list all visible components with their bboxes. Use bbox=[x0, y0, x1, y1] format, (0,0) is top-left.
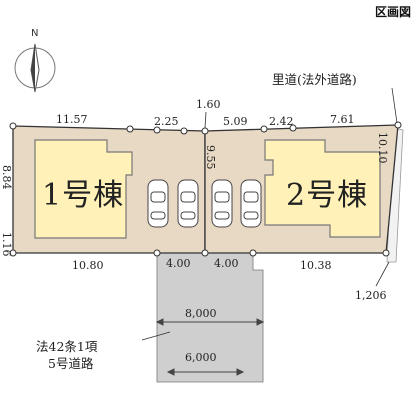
car-1 bbox=[147, 179, 169, 228]
boundary-stakes bbox=[9, 121, 402, 257]
car-3 bbox=[211, 179, 233, 228]
leader-satomichi bbox=[391, 87, 398, 124]
dim-top-1: 11.57 bbox=[56, 113, 88, 126]
public-road-line1: 法42条1項 bbox=[36, 339, 98, 354]
public-road-line2: 5号道路 bbox=[48, 356, 94, 371]
dim-road-width-1: 8,000 bbox=[185, 307, 217, 320]
badge-label: 区画図 bbox=[374, 5, 411, 19]
dim-bottom-4: 10.38 bbox=[300, 259, 332, 272]
compass-label: N bbox=[31, 28, 39, 39]
dim-left-1: 8.84 bbox=[0, 165, 13, 190]
dim-top-6: 7.61 bbox=[330, 113, 355, 126]
dim-top-3: 1.60 bbox=[196, 98, 221, 111]
dim-top-2: 2.25 bbox=[154, 115, 179, 128]
compass-icon bbox=[14, 43, 56, 93]
dim-bottom-3: 4.00 bbox=[214, 257, 239, 270]
building-2-footprint bbox=[264, 139, 381, 238]
building-2-label: 2号棟 bbox=[286, 178, 369, 213]
car-2 bbox=[177, 179, 199, 228]
car-4 bbox=[240, 179, 262, 228]
dim-top-5: 2.42 bbox=[269, 115, 294, 128]
dim-road-width-2: 6,000 bbox=[185, 351, 217, 364]
dim-bottom-1: 10.80 bbox=[72, 259, 104, 272]
leader-corner bbox=[375, 261, 390, 287]
dim-corner: 1,206 bbox=[355, 289, 387, 302]
dim-left-2: 1.16 bbox=[0, 232, 13, 257]
road-width-lines bbox=[155, 318, 265, 376]
dim-top-4: 5.09 bbox=[223, 115, 248, 128]
dim-bottom-2: 4.00 bbox=[166, 257, 191, 270]
leader-160 bbox=[204, 111, 207, 129]
building-1-footprint bbox=[34, 139, 133, 239]
dim-mid: 9.55 bbox=[204, 145, 217, 170]
dim-right: 10.10 bbox=[376, 132, 389, 164]
building-1-label: 1号棟 bbox=[42, 178, 125, 213]
leader-road bbox=[141, 331, 171, 341]
satomichi-label: 里道(法外道路) bbox=[272, 72, 357, 87]
